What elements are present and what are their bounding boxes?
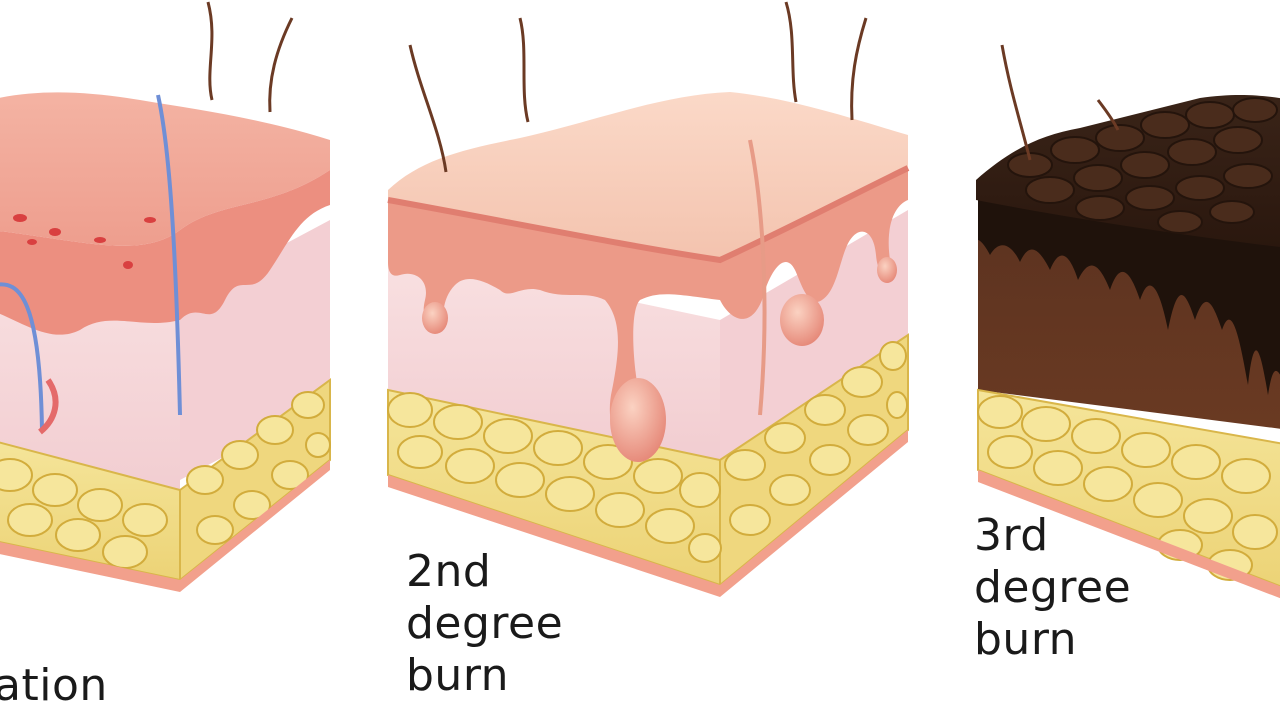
hair-strand-icon [408, 44, 448, 173]
caption-line: degree [406, 598, 564, 649]
subcutis-base [388, 430, 908, 597]
caption-third-degree: 3rd degree burn [974, 510, 1131, 666]
caption-first-panel: ation [0, 660, 108, 712]
panel-second-degree-block [387, 1, 910, 597]
charred-tissue-icon [1007, 97, 1278, 234]
blister-icon [422, 257, 897, 462]
caption-line: burn [406, 650, 510, 701]
hair-strand-icon [206, 1, 214, 101]
hair-strand-icon [784, 1, 798, 103]
charred-tissue-icon [978, 200, 1280, 395]
hair-strand-icon [518, 17, 530, 123]
hair-follicle-icon [748, 139, 767, 416]
hair-strand-icon [1096, 99, 1120, 131]
panel-third-degree-block [976, 44, 1280, 599]
dermis-side-face [720, 210, 908, 480]
caption-line: 2nd [406, 546, 492, 597]
blood-vessel-icon [38, 378, 59, 435]
caption-line: burn [974, 614, 1078, 665]
fat-cell-icon [0, 391, 331, 569]
blood-vessel-icon [0, 282, 44, 431]
hair-strand-icon [850, 17, 868, 121]
subcutis-base [978, 470, 1280, 599]
hair-strand-icon [268, 17, 294, 113]
blood-vessel-icon [156, 94, 182, 416]
epidermis-top-rim [387, 165, 910, 264]
caption-line: degree [974, 562, 1132, 613]
epidermis-edge [0, 170, 330, 335]
red-spot-icon [13, 214, 156, 269]
fat-cell-icon [387, 341, 908, 563]
caption-second-degree: 2nd degree burn [406, 546, 563, 702]
caption-line: ation [0, 660, 108, 711]
epidermis-top-surface [0, 92, 330, 246]
epidermis-edge [388, 168, 908, 460]
panel-first-degree-block [0, 1, 331, 592]
caption-line: 3rd [974, 510, 1049, 561]
hair-strand-icon [1000, 44, 1032, 161]
fat-cell-icon [977, 395, 1278, 581]
